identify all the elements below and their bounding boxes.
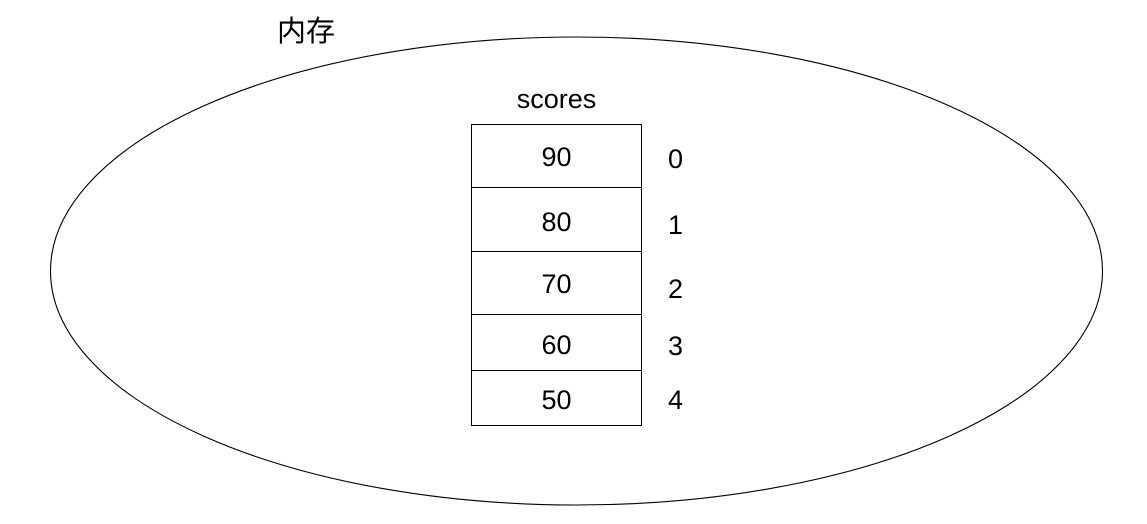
array-table: 90 80 70 60 50 <box>471 124 642 426</box>
array-cell-0: 90 <box>472 125 641 188</box>
array-name-label: scores <box>516 84 597 114</box>
array-cell-3: 60 <box>472 315 641 371</box>
array-index-3: 3 <box>668 331 684 361</box>
array-cell-value: 60 <box>541 329 572 360</box>
array-cell-value: 80 <box>541 206 572 237</box>
array-index-0: 0 <box>668 144 684 174</box>
memory-label: 内存 <box>277 14 336 48</box>
array-cell-value: 90 <box>541 142 572 172</box>
array-index-4: 4 <box>668 385 684 415</box>
array-cell-value: 50 <box>541 385 572 415</box>
array-index-2: 2 <box>668 274 684 304</box>
memory-ellipse-shape <box>49 36 1104 506</box>
array-cell-2: 70 <box>472 252 641 315</box>
array-index-1: 1 <box>668 210 684 240</box>
array-cell-4: 50 <box>472 371 641 425</box>
array-cell-1: 80 <box>472 188 641 252</box>
array-cell-value: 70 <box>541 269 572 299</box>
array-index-list: 0 1 2 3 4 <box>642 124 702 426</box>
